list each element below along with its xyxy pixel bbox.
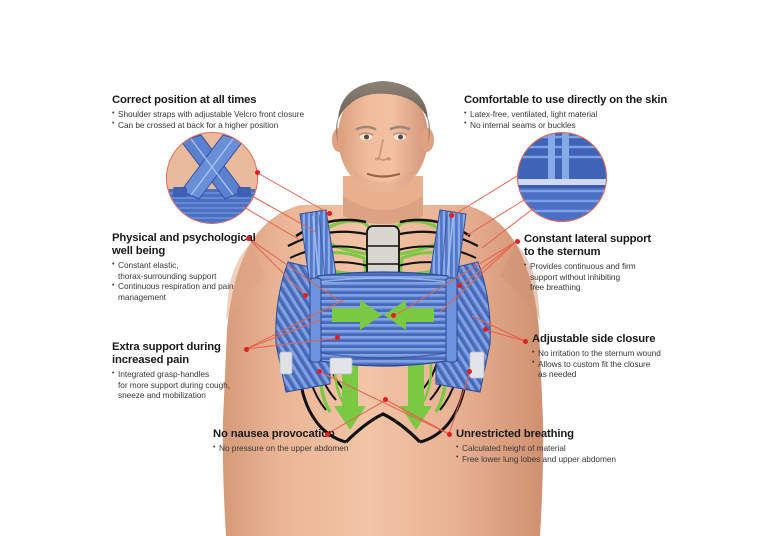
callout-no-nausea: No nausea provocation No pressure on the… <box>213 428 373 454</box>
callout-title: Adjustable side closure <box>532 333 656 345</box>
callout-bullets: Integrated grasp-handles for more suppor… <box>112 369 264 400</box>
anchor-dot-lung-right <box>467 369 472 374</box>
callout-title: Correct position at all times <box>112 94 257 106</box>
callout-bullet: Can be crossed at back for a higher posi… <box>112 119 327 130</box>
callout-adjustable-side-closure: Adjustable side closure No irritation to… <box>532 333 692 379</box>
diaphragm-arrow-right <box>400 360 432 430</box>
lateral-support-arrow-left <box>332 300 382 330</box>
callout-bullets: Shoulder straps with adjustable Velcro f… <box>112 109 327 130</box>
anchor-dot-belt-left <box>303 293 308 298</box>
callout-bullets: No pressure on the upper abdomen <box>213 443 373 454</box>
callout-bullet: Continuous respiration and pain manageme… <box>112 281 262 302</box>
patient-torso <box>222 176 544 536</box>
callout-dot-constant-lateral-support <box>515 239 520 244</box>
callout-bullet: Allows to custom fit the closure as need… <box>532 358 692 380</box>
callout-bullet: Latex-free, ventilated, light material <box>464 109 679 120</box>
callout-bullets: Latex-free, ventilated, light material N… <box>464 109 679 130</box>
callout-bullet: No internal seams or buckles <box>464 119 679 130</box>
callout-title: No nausea provocation <box>213 428 335 440</box>
anchor-dot-abdomen <box>383 397 388 402</box>
callout-bullets: Calculated height of material Free lower… <box>456 443 636 464</box>
inset-back-crossed-straps <box>166 132 258 224</box>
callout-bullet: Constant elastic, thorax-surrounding sup… <box>112 260 262 281</box>
sternum-support-vest <box>275 209 491 393</box>
callout-dot-extra-support <box>244 347 249 352</box>
anchor-dot-lung-left <box>317 369 322 374</box>
callout-bullet: Provides continuous and firm support wit… <box>524 261 674 292</box>
callout-title: Unrestricted breathing <box>456 428 574 440</box>
anchor-dot-shoulder-right <box>449 213 454 218</box>
callout-dot-adjustable-side-closure <box>523 339 528 344</box>
callout-correct-position: Correct position at all times Shoulder s… <box>112 94 327 130</box>
callout-bullet: Integrated grasp-handles for more suppor… <box>112 369 264 400</box>
callout-bullet: No pressure on the upper abdomen <box>213 443 373 454</box>
callout-bullets: Provides continuous and firm support wit… <box>524 261 674 292</box>
anchor-dot-handle-left <box>335 335 340 340</box>
anchor-dot-belt-center <box>391 313 396 318</box>
patient-head <box>332 81 434 194</box>
callout-physical-psychological: Physical and psychological well being Co… <box>112 232 262 302</box>
callout-bullets: Constant elastic, thorax-surrounding sup… <box>112 260 262 302</box>
callout-dot-physical-psychological <box>246 236 251 241</box>
callout-unrestricted-breathing: Unrestricted breathing Calculated height… <box>456 428 636 464</box>
callout-extra-support: Extra support during increased pain Inte… <box>112 341 264 401</box>
callout-title: Constant lateral support to the sternum <box>524 233 651 259</box>
callout-bullet: Shoulder straps with adjustable Velcro f… <box>112 109 327 120</box>
callout-bullets: No irritation to the sternum wound Allow… <box>532 348 692 379</box>
callout-title: Comfortable to use directly on the skin <box>464 94 668 106</box>
callout-constant-lateral-support: Constant lateral support to the sternum … <box>524 233 674 293</box>
callout-bullet: Calculated height of material <box>456 443 636 454</box>
diaphragm-arrow-left <box>334 360 366 430</box>
callout-bullet: Free lower lung lobes and upper abdomen <box>456 453 636 464</box>
anatomy-overlay <box>287 218 479 444</box>
anchor-dot-shoulder-left <box>327 211 332 216</box>
anchor-dot-belt-right <box>457 283 462 288</box>
anchor-dot-side-closure <box>483 327 488 332</box>
inset-fabric-texture <box>517 132 607 222</box>
callout-comfortable-skin: Comfortable to use directly on the skin … <box>464 94 679 130</box>
callout-bullet: No irritation to the sternum wound <box>532 348 692 359</box>
callout-dot-correct-position <box>255 170 260 175</box>
callout-dot-no-nausea <box>325 432 330 437</box>
callout-title: Physical and psychological well being <box>112 232 256 258</box>
callout-title: Extra support during increased pain <box>112 341 221 367</box>
callout-dot-unrestricted-breathing <box>447 432 452 437</box>
